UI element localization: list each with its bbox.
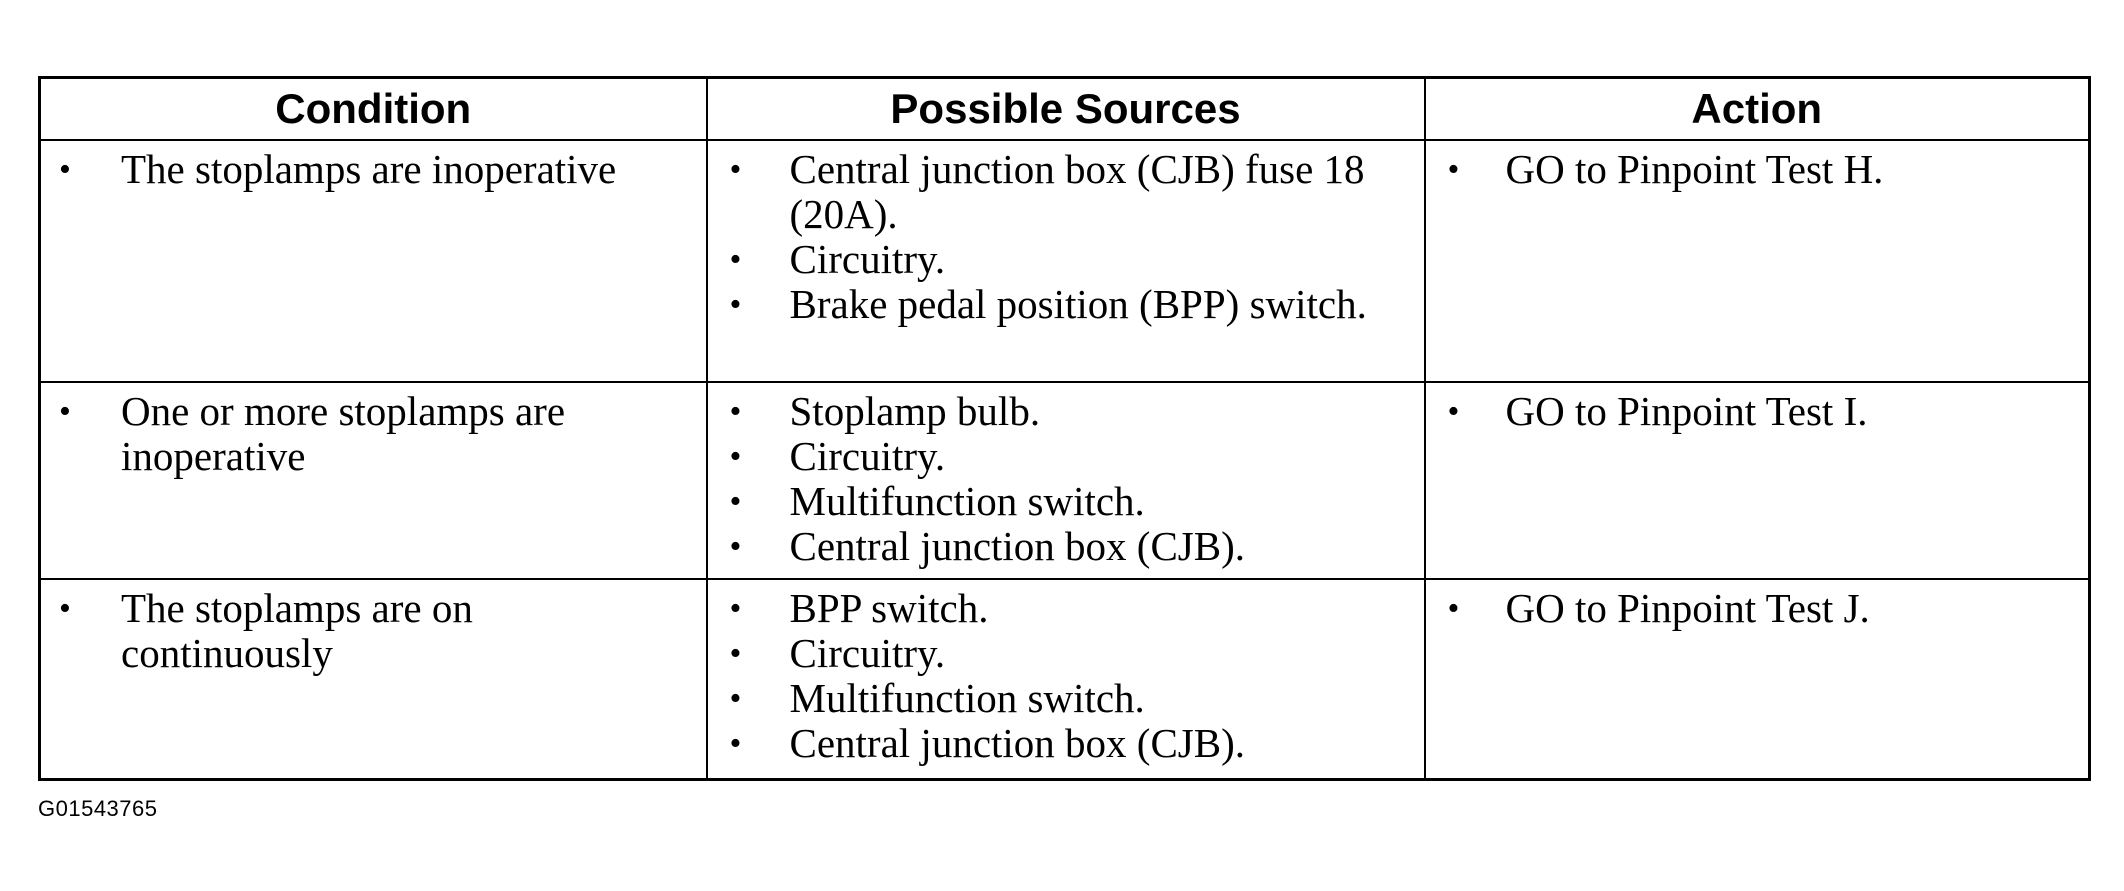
source-text: Central junction box (CJB) fuse 18 (20A)… xyxy=(789,146,1365,237)
list-item: • Multifunction switch. xyxy=(708,479,1424,524)
bullet-icon: • xyxy=(1447,393,1460,430)
list-item: • Circuitry. xyxy=(708,434,1424,479)
sources-list: • Stoplamp bulb. • Circuitry. • Multifuncti… xyxy=(708,389,1424,569)
source-text: BPP switch. xyxy=(789,585,989,631)
source-text: Stoplamp bulb. xyxy=(789,388,1041,434)
action-text: GO to Pinpoint Test J. xyxy=(1505,585,1870,631)
list-item: • GO to Pinpoint Test H. xyxy=(1426,147,2089,192)
bullet-icon: • xyxy=(729,725,742,762)
list-item: • Circuitry. xyxy=(708,631,1424,676)
bullet-icon: • xyxy=(1447,590,1460,627)
action-cell: • GO to Pinpoint Test H. xyxy=(1423,139,2091,383)
source-text: Multifunction switch. xyxy=(789,478,1145,524)
list-item: • Circuitry. xyxy=(708,237,1424,282)
list-item: • GO to Pinpoint Test I. xyxy=(1426,389,2089,434)
bullet-icon: • xyxy=(729,483,742,520)
bullet-icon: • xyxy=(729,393,742,430)
table-row: • One or more stoplamps are inoperative •… xyxy=(38,381,2091,580)
header-condition: Condition xyxy=(38,76,708,141)
source-text: Circuitry. xyxy=(789,433,946,479)
source-text: Central junction box (CJB). xyxy=(789,523,1246,569)
condition-text: One or more stoplamps are inoperative xyxy=(121,388,566,479)
source-text: Circuitry. xyxy=(789,236,946,282)
bullet-icon: • xyxy=(729,680,742,717)
condition-text: The stoplamps are on continuously xyxy=(121,585,473,676)
sources-list: • Central junction box (CJB) fuse 18 (20A… xyxy=(708,147,1424,327)
sources-cell: • Stoplamp bulb. • Circuitry. • Multifuncti… xyxy=(705,381,1426,580)
action-list: • GO to Pinpoint Test I. xyxy=(1426,389,2089,434)
bullet-icon: • xyxy=(59,590,71,627)
bullet-icon: • xyxy=(729,241,742,278)
bullet-icon: • xyxy=(1447,151,1460,188)
action-text: GO to Pinpoint Test H. xyxy=(1505,146,1884,192)
action-text: GO to Pinpoint Test I. xyxy=(1505,388,1868,434)
bullet-icon: • xyxy=(729,528,742,565)
bullet-icon: • xyxy=(729,590,742,627)
action-cell: • GO to Pinpoint Test J. xyxy=(1423,578,2091,781)
list-item: • Central junction box (CJB) fuse 18 (20A… xyxy=(708,147,1424,237)
list-item: • One or more stoplamps are inoperative xyxy=(41,389,706,479)
bullet-icon: • xyxy=(59,151,71,188)
sources-list: • BPP switch. • Circuitry. • Multifunction … xyxy=(708,586,1424,766)
table-row: • The stoplamps are inoperative • Central … xyxy=(38,139,2091,383)
condition-cell: • The stoplamps are on continuously xyxy=(38,578,708,781)
condition-cell: • The stoplamps are inoperative xyxy=(38,139,708,383)
table-row: • The stoplamps are on continuously • BPP … xyxy=(38,578,2091,781)
list-item: • The stoplamps are inoperative xyxy=(41,147,706,192)
action-list: • GO to Pinpoint Test H. xyxy=(1426,147,2089,192)
bullet-icon: • xyxy=(729,635,742,672)
sources-cell: • BPP switch. • Circuitry. • Multifunction … xyxy=(705,578,1426,781)
source-text: Circuitry. xyxy=(789,630,946,676)
source-text: Brake pedal position (BPP) switch. xyxy=(789,281,1367,327)
list-item: • Central junction box (CJB). xyxy=(708,721,1424,766)
sources-cell: • Central junction box (CJB) fuse 18 (20A… xyxy=(705,139,1426,383)
condition-list: • One or more stoplamps are inoperative xyxy=(41,389,706,479)
condition-list: • The stoplamps are inoperative xyxy=(41,147,706,192)
header-possible-sources: Possible Sources xyxy=(705,76,1426,141)
bullet-icon: • xyxy=(729,286,742,323)
list-item: • GO to Pinpoint Test J. xyxy=(1426,586,2089,631)
bullet-icon: • xyxy=(729,438,742,475)
condition-text: The stoplamps are inoperative xyxy=(121,146,617,192)
diagnosis-table: Condition Possible Sources Action • The s… xyxy=(38,76,2091,781)
list-item: • The stoplamps are on continuously xyxy=(41,586,706,676)
source-text: Multifunction switch. xyxy=(789,675,1145,721)
list-item: • Multifunction switch. xyxy=(708,676,1424,721)
condition-list: • The stoplamps are on continuously xyxy=(41,586,706,676)
header-row: Condition Possible Sources Action xyxy=(38,76,2091,141)
bullet-icon: • xyxy=(729,151,742,188)
list-item: • Stoplamp bulb. xyxy=(708,389,1424,434)
list-item: • BPP switch. xyxy=(708,586,1424,631)
bullet-icon: • xyxy=(59,393,71,430)
condition-cell: • One or more stoplamps are inoperative xyxy=(38,381,708,580)
header-action: Action xyxy=(1423,76,2091,141)
list-item: • Central junction box (CJB). xyxy=(708,524,1424,569)
figure-id: G01543765 xyxy=(38,796,158,821)
source-text: Central junction box (CJB). xyxy=(789,720,1246,766)
action-list: • GO to Pinpoint Test J. xyxy=(1426,586,2089,631)
action-cell: • GO to Pinpoint Test I. xyxy=(1423,381,2091,580)
list-item: • Brake pedal position (BPP) switch. xyxy=(708,282,1424,327)
